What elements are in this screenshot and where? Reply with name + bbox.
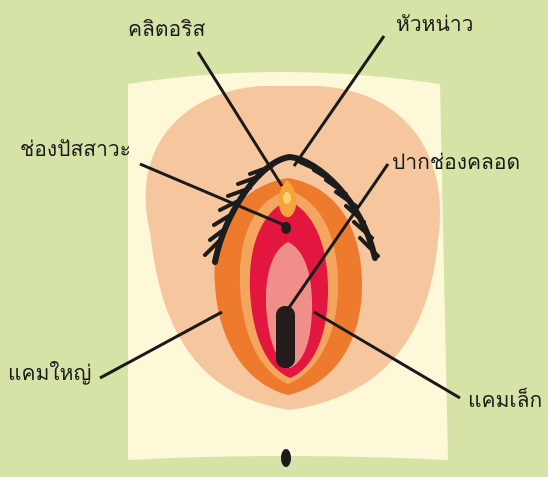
anus-shape — [281, 449, 291, 467]
label-clitoris: คลิตอริส — [128, 19, 205, 40]
label-labia-minora: แคมเล็ก — [468, 390, 542, 411]
vaginal-opening-shape — [276, 306, 295, 368]
clitoris-glans — [283, 192, 291, 204]
label-urethral-opening: ช่องปัสสาวะ — [20, 139, 131, 160]
label-clitoral-hood: หัวหน่าว — [396, 14, 473, 35]
label-vaginal-opening: ปากช่องคลอด — [392, 152, 520, 173]
label-labia-majora: แคมใหญ่ — [8, 363, 91, 384]
